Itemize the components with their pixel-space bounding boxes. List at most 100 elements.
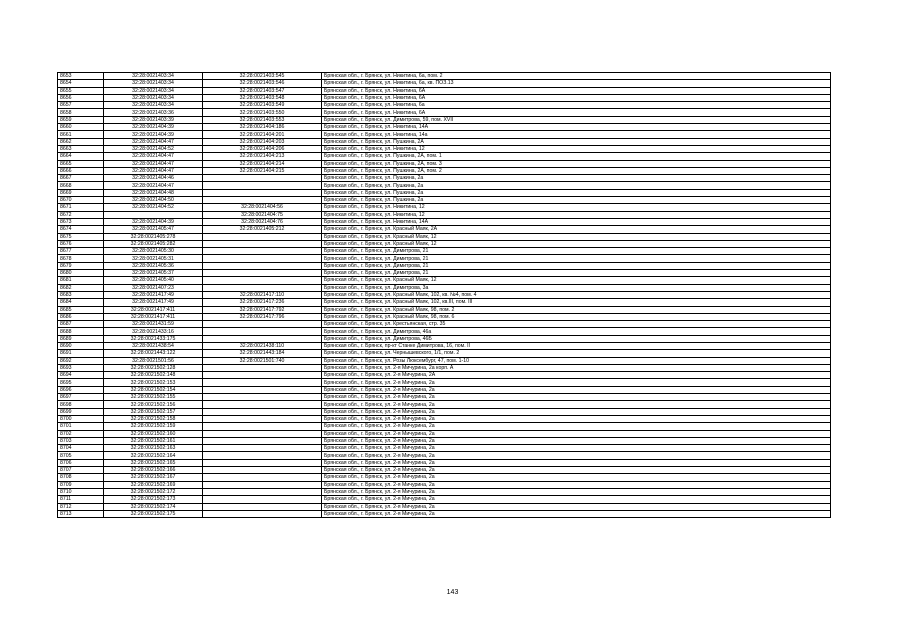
address-cell: Брянская обл., г. Брянск, ул. Никитина, … — [321, 217, 831, 227]
parcel-number-cell — [103, 210, 203, 219]
object-number-cell — [202, 495, 322, 504]
parcel-number-cell: 32:28:0021404:39 — [103, 130, 203, 139]
row-number-cell: 8668 — [57, 181, 104, 190]
parcel-number-cell: 32:28:0021433:175 — [103, 334, 203, 344]
parcel-number-cell: 32:28:0021404:47 — [103, 159, 203, 168]
object-number-cell — [202, 181, 322, 190]
parcel-number-cell: 32:28:0021405:30 — [103, 247, 203, 256]
parcel-number-cell: 32:28:0021502:128 — [103, 363, 203, 373]
row-number-cell: 8667 — [57, 174, 104, 183]
address-cell: Брянская обл., г. Брянск, ул. 2-я Мичури… — [321, 509, 831, 519]
object-number-cell — [202, 429, 322, 438]
address-cell: Брянская обл., г. Брянск, ул. 2-я Мичури… — [321, 429, 831, 438]
object-number-cell — [202, 239, 322, 249]
parcel-number-cell: 32:28:0021502:148 — [103, 371, 203, 380]
object-number-cell — [202, 393, 322, 402]
parcel-number-cell: 32:28:0021404:48 — [103, 188, 203, 198]
address-cell: Брянская обл., г. Брянск, ул. Красный Ма… — [321, 239, 831, 249]
parcel-number-cell: 32:28:0021502:172 — [103, 487, 203, 497]
parcel-number-cell: 32:28:0021404:46 — [103, 174, 203, 183]
address-cell: Брянская обл., г. Брянск, ул. Пушкина, 2… — [321, 137, 831, 146]
row-number-cell: 8657 — [57, 101, 104, 110]
parcel-number-cell: 32:28:0021443:122 — [103, 349, 203, 358]
parcel-number-cell: 32:28:0021407:23 — [103, 283, 203, 292]
parcel-number-cell: 32:28:0021502:161 — [103, 436, 203, 446]
row-number-cell: 8671 — [57, 203, 104, 212]
object-number-cell: 32:28:0021403:548 — [202, 93, 322, 103]
object-number-cell: 32:28:0021443:184 — [202, 349, 322, 358]
object-number-cell — [202, 174, 322, 183]
address-cell: Брянская обл., г. Брянск, ул. 2-я Мичури… — [321, 458, 831, 468]
parcel-number-cell: 32:28:0021502:153 — [103, 378, 203, 387]
address-cell: Брянская обл., г. Брянск, ул. Красный Ма… — [321, 290, 831, 300]
row-number-cell: 8672 — [57, 210, 104, 219]
address-cell: Брянская обл., г. Брянск, ул. 2-я Мичури… — [321, 407, 831, 416]
parcel-number-cell: 32:28:0021431:59 — [103, 320, 203, 329]
object-number-cell — [202, 466, 322, 475]
object-number-cell — [202, 378, 322, 387]
address-cell: Брянская обл., г. Брянск, ул. Димитрова,… — [321, 327, 831, 336]
object-number-cell: 32:28:0021403:547 — [202, 86, 322, 95]
row-number-cell: 8688 — [57, 327, 104, 336]
object-number-cell: 32:28:0021404:201 — [202, 130, 322, 139]
parcel-number-cell: 32:28:0021438:54 — [103, 341, 203, 351]
row-number-cell: 8692 — [57, 356, 104, 365]
address-cell: Брянская обл., г. Брянск, ул. Никитина, … — [321, 203, 831, 212]
row-number-cell: 8699 — [57, 407, 104, 416]
object-number-cell — [202, 283, 322, 292]
object-number-cell — [202, 196, 322, 205]
address-cell: Брянская обл., г. Брянск, ул. Красный Ма… — [321, 305, 831, 314]
row-number-cell: 8684 — [57, 298, 104, 307]
object-number-cell: 32:28:0021417:110 — [202, 290, 322, 300]
row-number-cell: 8669 — [57, 188, 104, 198]
object-number-cell — [202, 261, 322, 271]
object-number-cell: 32:28:0021403:553 — [202, 115, 322, 125]
row-number-cell: 8674 — [57, 225, 104, 234]
parcel-number-cell: 32:28:0021417:411 — [103, 312, 203, 322]
row-number-cell: 8662 — [57, 137, 104, 146]
parcel-number-cell: 32:28:0021404:47 — [103, 166, 203, 176]
address-cell: Брянская обл., г. Брянск, пр-кт Станке Д… — [321, 341, 831, 351]
row-number-cell: 8660 — [57, 123, 104, 132]
row-number-cell: 8679 — [57, 261, 104, 271]
parcel-number-cell: 32:28:0021404:47 — [103, 137, 203, 146]
object-number-cell — [202, 473, 322, 482]
row-number-cell: 8687 — [57, 320, 104, 329]
address-cell: Брянская обл., г. Брянск, ул. 2-я Мичури… — [321, 400, 831, 409]
address-cell: Брянская обл., г. Брянск, ул. 2-я Мичури… — [321, 393, 831, 402]
row-number-cell: 8654 — [57, 79, 104, 88]
object-number-cell — [202, 509, 322, 519]
object-number-cell — [202, 407, 322, 416]
address-cell: Брянская обл., г. Брянск, ул. 2-я Мичури… — [321, 480, 831, 489]
parcel-number-cell: 32:28:0021404:52 — [103, 144, 203, 154]
address-cell: Брянская обл., г. Брянск, ул. 2-я Мичури… — [321, 473, 831, 482]
row-number-cell: 8701 — [57, 422, 104, 431]
row-number-cell: 8689 — [57, 334, 104, 344]
address-cell: Брянская обл., г. Брянск, ул. Димитрова,… — [321, 261, 831, 271]
object-number-cell — [202, 458, 322, 468]
parcel-number-cell: 32:28:0021502:159 — [103, 422, 203, 431]
address-cell: Брянская обл., г. Брянск, ул. Красный Ма… — [321, 298, 831, 307]
address-cell: Брянская обл., г. Брянск, ул. 2-я Мичури… — [321, 466, 831, 475]
row-number-cell: 8680 — [57, 268, 104, 278]
address-cell: Брянская обл., г. Брянск, ул. Красный Ма… — [321, 232, 831, 241]
row-number-cell: 8676 — [57, 239, 104, 249]
